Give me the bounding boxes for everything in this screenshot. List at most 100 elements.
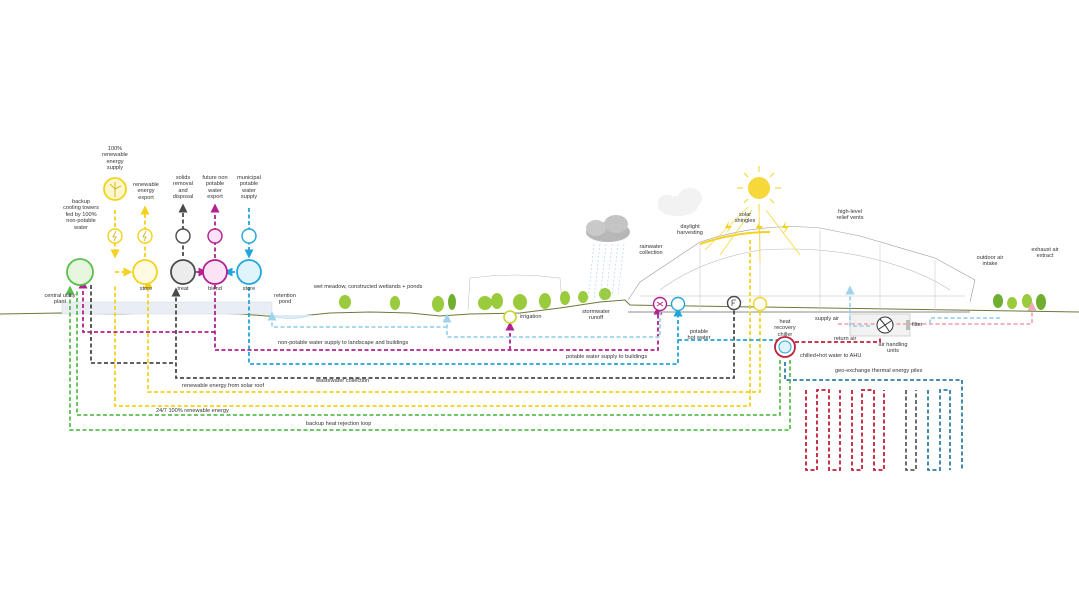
sun-icon xyxy=(704,166,801,263)
label-rainwater-collection: rainwater collection xyxy=(639,244,663,257)
flow-lines xyxy=(65,203,1037,471)
renewable-energy-from-solar-roof-line xyxy=(143,279,761,393)
solar-building-node xyxy=(752,296,768,312)
label-geo-exchange: geo-exchange thermal energy piles xyxy=(835,368,923,374)
ground-section xyxy=(0,274,1079,319)
label-renewable-supply: 100% renewable energy supply xyxy=(102,146,128,172)
plant-platform xyxy=(61,301,273,315)
tree-icon xyxy=(1022,294,1032,308)
label-treat: treat xyxy=(177,286,189,292)
solids-node xyxy=(175,228,191,244)
tree-icon xyxy=(339,295,351,309)
cloud-icon xyxy=(658,188,702,216)
treat-node xyxy=(170,259,196,285)
tree-icon xyxy=(390,296,400,310)
supply-lightning-node xyxy=(107,228,123,244)
nodes xyxy=(66,177,910,358)
water-store-node xyxy=(236,259,262,285)
label-nonpotable-supply: non-potable water supply to landscape an… xyxy=(278,340,409,346)
filter-icon xyxy=(906,320,910,330)
label-supply-air: supply air xyxy=(815,316,839,322)
tree-icon xyxy=(432,296,444,312)
nonpotable-to-central-line xyxy=(78,279,215,333)
export-lightning-node xyxy=(137,228,153,244)
tree-icon xyxy=(539,293,551,309)
central-utility-plant-node xyxy=(66,258,94,286)
tree-icon xyxy=(448,294,456,310)
tree-icon xyxy=(560,291,570,305)
label-outdoor-air-intake: outdoor air intake xyxy=(976,255,1004,268)
irrigation-node xyxy=(503,310,517,324)
roof-secondary xyxy=(659,248,951,291)
renewable-247-line xyxy=(114,240,751,407)
potable-supply-line xyxy=(248,287,683,365)
label-solar-roof-energy: renewable energy from solar roof xyxy=(182,383,265,389)
label-renewable-export: renewable energy export xyxy=(133,182,159,201)
label-future-nonpotable: future non potable water export xyxy=(202,175,228,201)
tree-icon xyxy=(1036,294,1046,310)
label-relief-vents: high-level relief vents xyxy=(836,209,864,222)
tree-icon xyxy=(578,291,588,303)
solar-lightning-icons xyxy=(725,221,789,234)
nonpotable-supply-line xyxy=(214,285,663,351)
label-filter: filter xyxy=(912,322,923,328)
geo-exchange-header-line xyxy=(784,362,963,470)
retention-pond xyxy=(267,314,313,319)
lightning-icon xyxy=(725,221,732,234)
tree-icon xyxy=(1007,297,1017,309)
wastewater-collection-line xyxy=(171,287,735,379)
tree-icon xyxy=(599,288,611,300)
lightning-icon xyxy=(112,230,117,242)
label-heat-recovery-chiller: heat recovery chiller xyxy=(774,319,796,338)
label-retention-pond: retention pond xyxy=(274,293,296,306)
energy-store-node xyxy=(132,259,158,285)
label-return-air: return air xyxy=(834,336,857,342)
lightning-icon xyxy=(756,221,763,234)
building-section xyxy=(627,226,976,337)
label-stormwater-runoff: stormwater runoff xyxy=(582,309,610,322)
supply-air-line xyxy=(845,285,870,327)
chilled-water-line xyxy=(795,336,881,343)
stormwater-runoff-line xyxy=(442,305,661,338)
wetland-tent xyxy=(467,274,563,311)
renewable-247-green-line xyxy=(76,290,781,416)
wastewater-central-line xyxy=(90,285,176,364)
label-backup-towers: backup cooling towers fed by 100% non-po… xyxy=(63,199,99,231)
label-potable-hot-water: potable hot water xyxy=(687,329,711,342)
tree-icon xyxy=(491,293,503,309)
label-store-water: store xyxy=(242,286,256,292)
geo-pile-grey xyxy=(905,390,917,471)
label-backup-heat-rejection: backup heat rejection loop xyxy=(306,421,372,427)
label-solar-shingles: solar shingles xyxy=(734,212,756,225)
chiller-inner xyxy=(778,340,792,354)
geo-pile-red-2 xyxy=(851,389,885,471)
geo-pile-blue xyxy=(927,389,951,471)
potable-building-node xyxy=(670,296,686,312)
tree-icon xyxy=(478,296,492,310)
label-air-handling-units: air handling units xyxy=(878,342,908,355)
label-central-utility-plant: central utility plant xyxy=(44,293,76,306)
stormwater-to-pond-line xyxy=(267,311,447,328)
label-renewable-247: 24/7 100% renewable energy xyxy=(156,408,229,414)
backup-heat-rejection-loop-line xyxy=(65,285,791,431)
fan-icon xyxy=(656,301,664,307)
landscape-trees xyxy=(339,288,1046,312)
label-municipal: municipal potable water supply xyxy=(237,175,261,201)
label-blend: blend xyxy=(208,286,222,292)
wind-turbine-icon xyxy=(109,182,122,197)
municipal-node xyxy=(241,228,257,244)
label-store-energy: store xyxy=(139,286,153,292)
label-meadow: wet meadow, constructed wetlands + ponds xyxy=(314,284,423,290)
lightning-icon xyxy=(142,230,147,242)
lightning-icon xyxy=(782,221,789,234)
solar-roof xyxy=(699,231,771,245)
future-export-node xyxy=(207,228,223,244)
tree-icon xyxy=(513,294,527,310)
pump-icon xyxy=(731,299,736,306)
label-exhaust-air-extract: exhaust air extract xyxy=(1031,247,1059,260)
label-solids: solids removal and disposal xyxy=(172,175,194,201)
geo-pile-red xyxy=(805,389,841,471)
label-irrigation: irrigation xyxy=(520,314,542,320)
tree-icon xyxy=(993,294,1003,308)
